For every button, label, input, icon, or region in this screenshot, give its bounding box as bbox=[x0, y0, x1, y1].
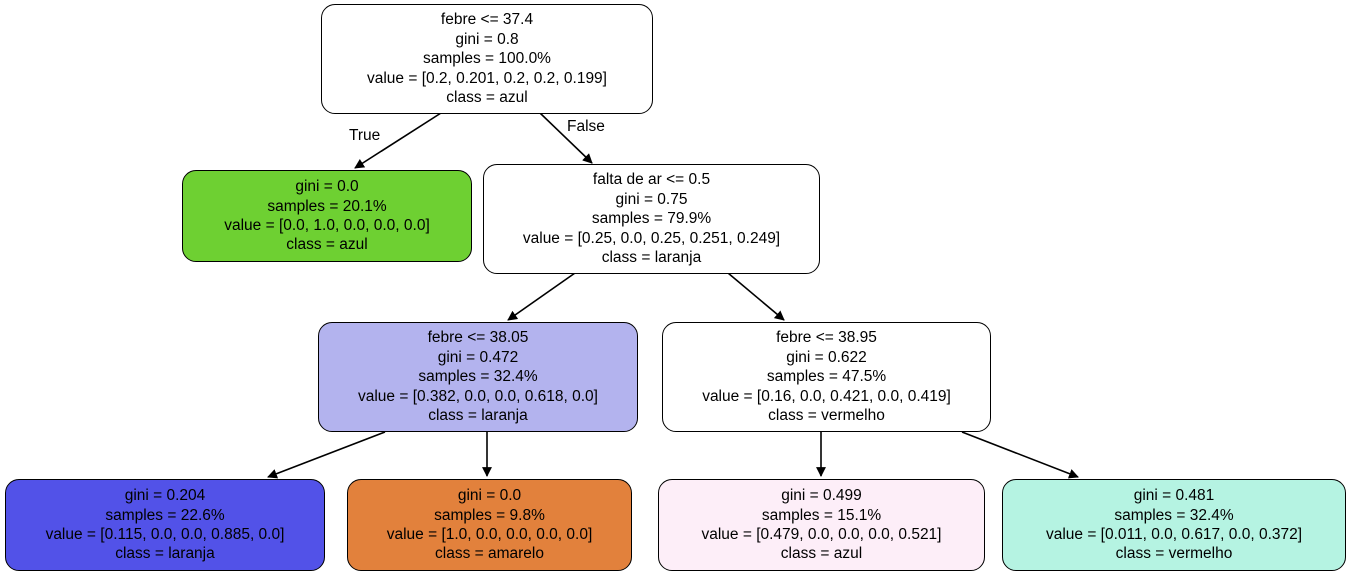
node-line: febre <= 38.95 bbox=[776, 329, 877, 347]
node-line: gini = 0.0 bbox=[295, 178, 359, 196]
edge-falta-de-ar-to-febre-3805 bbox=[507, 272, 576, 321]
node-line: class = azul bbox=[446, 89, 528, 107]
node-line: value = [0.382, 0.0, 0.0, 0.618, 0.0] bbox=[357, 387, 598, 405]
node-line: value = [0.0, 1.0, 0.0, 0.0, 0.0] bbox=[224, 217, 430, 234]
node-line: class = amarelo bbox=[435, 545, 544, 563]
tree-node-febre-3895[interactable]: febre <= 38.95 gini = 0.622 samples = 47… bbox=[662, 322, 991, 432]
node-line: value = [0.115, 0.0, 0.0, 0.885, 0.0] bbox=[45, 526, 285, 543]
node-line: samples = 9.8% bbox=[434, 506, 545, 524]
node-line: gini = 0.481 bbox=[1133, 487, 1215, 505]
node-line: samples = 22.6% bbox=[105, 506, 225, 524]
node-line: gini = 0.204 bbox=[124, 487, 206, 505]
tree-node-leaf-orange[interactable]: gini = 0.0 samples = 9.8% value = [1.0, … bbox=[347, 479, 632, 571]
node-line: value = [0.25, 0.0, 0.25, 0.251, 0.249] bbox=[522, 229, 781, 247]
node-line: class = laranja bbox=[115, 545, 215, 563]
tree-node-leaf-blue[interactable]: gini = 0.204 samples = 22.6% value = [0.… bbox=[5, 479, 325, 571]
node-line: value = [0.011, 0.0, 0.617, 0.0, 0.372] bbox=[1045, 526, 1303, 543]
node-line: falta de ar <= 0.5 bbox=[592, 171, 711, 189]
node-line: samples = 15.1% bbox=[761, 506, 882, 524]
node-line: gini = 0.0 bbox=[457, 487, 522, 505]
edge-falta-de-ar-to-febre-3895 bbox=[727, 272, 785, 321]
node-line: class = azul bbox=[780, 545, 863, 563]
node-line: value = [0.16, 0.0, 0.421, 0.0, 0.419] bbox=[702, 387, 951, 405]
node-line: class = azul bbox=[286, 236, 368, 254]
node-line: value = [0.479, 0.0, 0.0, 0.0, 0.521] bbox=[701, 526, 942, 543]
edge-febre-3895-to-teal-leaf bbox=[961, 431, 1079, 479]
node-line: class = vermelho bbox=[768, 407, 885, 425]
node-line: value = [1.0, 0.0, 0.0, 0.0, 0.0] bbox=[386, 526, 593, 543]
node-line: samples = 32.4% bbox=[418, 368, 538, 386]
tree-node-leaf-teal[interactable]: gini = 0.481 samples = 32.4% value = [0.… bbox=[1002, 479, 1346, 571]
node-line: samples = 32.4% bbox=[1114, 506, 1234, 524]
node-line: gini = 0.8 bbox=[455, 30, 519, 48]
tree-node-leaf-pink[interactable]: gini = 0.499 samples = 15.1% value = [0.… bbox=[658, 479, 985, 571]
node-line: gini = 0.472 bbox=[437, 348, 519, 366]
edge-label-true: True bbox=[349, 127, 381, 144]
tree-node-falta-de-ar[interactable]: falta de ar <= 0.5 gini = 0.75 samples =… bbox=[483, 164, 820, 274]
tree-node-root[interactable]: febre <= 37.4 gini = 0.8 samples = 100.0… bbox=[321, 4, 653, 114]
node-line: gini = 0.622 bbox=[786, 348, 867, 366]
node-line: samples = 20.1% bbox=[267, 197, 387, 215]
node-line: samples = 47.5% bbox=[766, 368, 887, 386]
node-line: febre <= 37.4 bbox=[440, 11, 534, 29]
tree-node-leaf-green[interactable]: gini = 0.0 samples = 20.1% value = [0.0,… bbox=[182, 170, 472, 262]
node-line: febre <= 38.05 bbox=[427, 329, 529, 347]
tree-node-febre-3805[interactable]: febre <= 38.05 gini = 0.472 samples = 32… bbox=[318, 322, 638, 432]
node-line: samples = 100.0% bbox=[423, 50, 551, 68]
node-line: samples = 79.9% bbox=[591, 210, 712, 228]
node-line: class = laranja bbox=[601, 249, 702, 267]
node-line: gini = 0.499 bbox=[781, 487, 862, 505]
node-line: gini = 0.75 bbox=[615, 190, 688, 208]
edge-label-false: False bbox=[567, 118, 605, 135]
edge-febre-3805-to-blue-leaf bbox=[267, 431, 386, 479]
node-line: class = vermelho bbox=[1115, 545, 1233, 563]
node-line: class = laranja bbox=[428, 407, 528, 425]
node-line: value = [0.2, 0.201, 0.2, 0.2, 0.199] bbox=[366, 69, 607, 87]
